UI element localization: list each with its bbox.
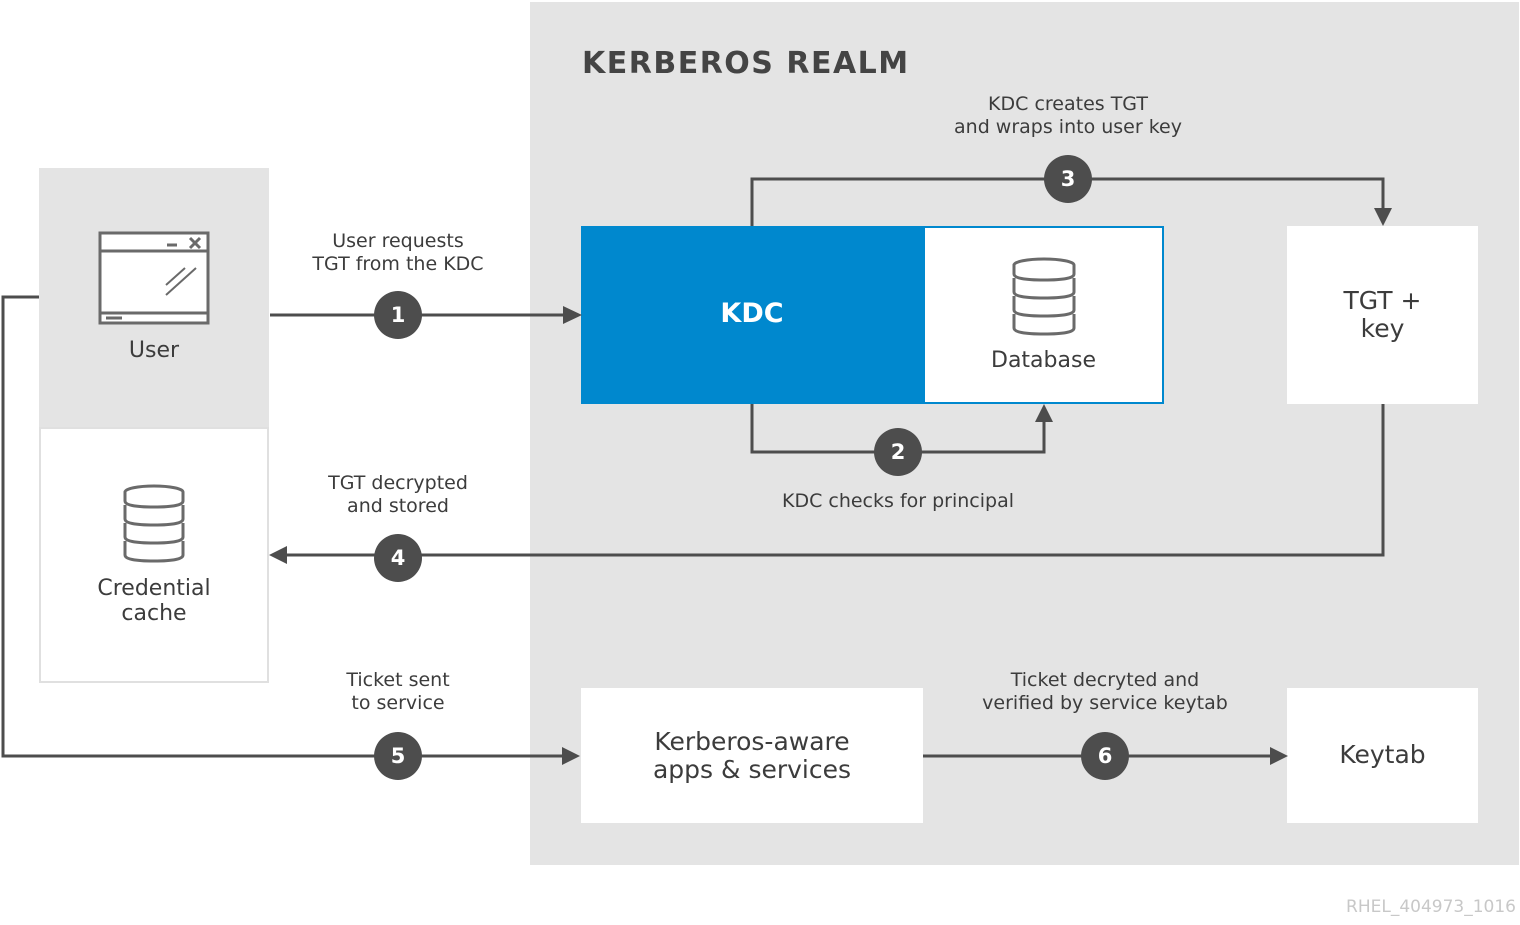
realm-title: KERBEROS REALM bbox=[582, 46, 910, 81]
keytab-box bbox=[1287, 688, 1478, 823]
kdc-label: KDC bbox=[720, 298, 784, 329]
kdc-box bbox=[581, 226, 925, 404]
user-label: User bbox=[128, 338, 180, 363]
step-circle-1 bbox=[374, 291, 422, 339]
credential-cache-panel bbox=[39, 427, 269, 683]
arrowhead-1 bbox=[563, 306, 582, 324]
step-6-label: Ticket decryted and verified by service … bbox=[982, 669, 1228, 714]
tgt-key-box bbox=[1287, 226, 1478, 404]
kerberos-apps-box bbox=[581, 688, 923, 823]
step-circle-4 bbox=[374, 534, 422, 582]
step-3-label: KDC creates TGT and wraps into user key bbox=[954, 93, 1182, 138]
step-number-1: 1 bbox=[390, 303, 406, 327]
step-circle-6 bbox=[1081, 732, 1129, 780]
step-2-label: KDC checks for principal bbox=[781, 490, 1015, 512]
credential-cache-icon bbox=[123, 484, 185, 563]
step-circles bbox=[374, 155, 1129, 780]
step-circle-2 bbox=[874, 428, 922, 476]
keytab-label: Keytab bbox=[1339, 740, 1426, 769]
step-1-label: User requests TGT from the KDC bbox=[312, 230, 484, 275]
step-number-3: 3 bbox=[1060, 167, 1076, 191]
kerberos-apps-label: Kerberos-aware apps & services bbox=[652, 727, 852, 784]
arrow-step-4 bbox=[287, 404, 1385, 557]
database-label: Database bbox=[991, 348, 1096, 373]
step-5-label: Ticket sent to service bbox=[346, 669, 450, 714]
step-circle-5 bbox=[374, 732, 422, 780]
arrowhead-6 bbox=[1270, 747, 1288, 765]
arrowhead-5 bbox=[562, 747, 580, 765]
arrowhead-4 bbox=[269, 546, 287, 564]
step-number-4: 4 bbox=[390, 546, 406, 570]
arrowhead-3 bbox=[1374, 208, 1392, 226]
step-number-6: 6 bbox=[1097, 744, 1113, 768]
credential-cache-label: Credential cache bbox=[97, 576, 211, 626]
tgt-key-label: TGT + key bbox=[1343, 286, 1422, 343]
figure-watermark: RHEL_404973_1016 bbox=[1346, 897, 1516, 917]
database-icon bbox=[1012, 257, 1076, 336]
arrow-step-5 bbox=[1, 295, 562, 758]
user-window-icon bbox=[98, 231, 210, 325]
step-circle-3 bbox=[1044, 155, 1092, 203]
step-number-2: 2 bbox=[890, 440, 906, 464]
step-number-5: 5 bbox=[390, 744, 406, 768]
step-4-label: TGT decrypted and stored bbox=[328, 472, 468, 517]
arrowhead-2 bbox=[1035, 404, 1053, 422]
